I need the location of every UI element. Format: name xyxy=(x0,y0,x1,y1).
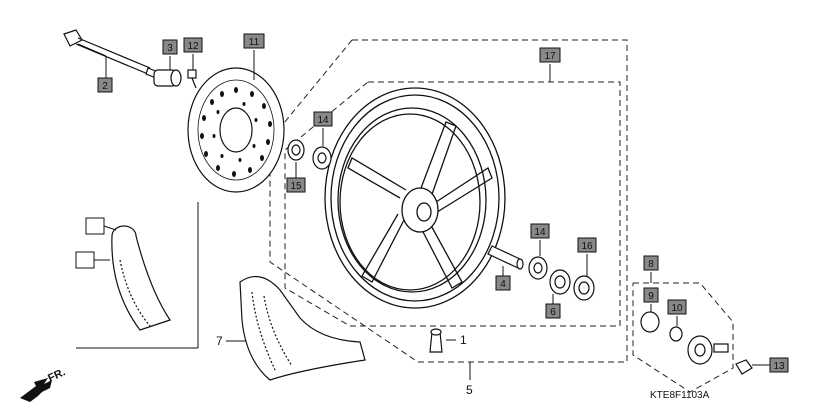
label-1: 1 xyxy=(460,333,467,347)
callout-14-left: 14 xyxy=(313,111,333,127)
callout-14-left-text: 14 xyxy=(317,115,329,126)
callout-9: 9 xyxy=(643,287,659,303)
diagram-code: KTE8F1103A xyxy=(650,390,710,401)
side-collar xyxy=(153,69,182,87)
callout-4-text: 4 xyxy=(500,279,506,290)
callout-14-right: 14 xyxy=(530,223,550,239)
callout-8-text: 8 xyxy=(648,259,654,270)
callout-12: 12 xyxy=(183,37,203,53)
bearing-right xyxy=(528,256,548,280)
speedo-gear-box xyxy=(640,311,753,375)
direction-label: FR. xyxy=(46,366,67,384)
axle-bolt xyxy=(63,29,159,79)
tire-cutaway xyxy=(111,225,171,331)
callout-10-text: 10 xyxy=(671,303,683,314)
callout-9-text: 9 xyxy=(648,291,654,302)
speedo-retainer xyxy=(549,269,571,295)
callout-3-text: 3 xyxy=(167,43,173,54)
assembly-frame-outer xyxy=(269,39,628,363)
callout-13: 13 xyxy=(769,357,789,373)
callout-13-text: 13 xyxy=(773,361,785,372)
tire-valve xyxy=(429,328,443,353)
distance-collar xyxy=(487,245,524,270)
dust-seal-left xyxy=(287,139,305,161)
dust-seal-right xyxy=(573,275,595,301)
callout-16-text: 16 xyxy=(581,241,593,252)
disc-bolt xyxy=(187,69,197,89)
leader-lines xyxy=(77,43,770,380)
wheel-rim xyxy=(324,87,506,309)
callout-blank-b xyxy=(75,251,95,269)
brake-disc xyxy=(187,67,285,193)
callout-15: 15 xyxy=(286,177,306,193)
callout-17-text: 17 xyxy=(544,51,556,62)
callout-11: 11 xyxy=(243,33,265,49)
callout-6-text: 6 xyxy=(550,307,556,318)
callout-14-right-text: 14 xyxy=(534,227,546,238)
tire xyxy=(239,275,366,381)
callout-2-text: 2 xyxy=(102,81,108,92)
front-direction-arrow: FR. xyxy=(20,366,67,402)
callout-10: 10 xyxy=(667,299,687,315)
callout-2: 2 xyxy=(97,77,113,93)
callout-16: 16 xyxy=(577,237,597,253)
callout-3: 3 xyxy=(162,39,178,55)
callout-11-text: 11 xyxy=(249,37,260,48)
assembly-frame-inner xyxy=(284,81,621,327)
callout-blank-a xyxy=(85,217,105,235)
speedo-gear-frame xyxy=(632,282,734,393)
bearing-left xyxy=(312,146,332,170)
callout-12-text: 12 xyxy=(187,41,199,52)
callout-15-text: 15 xyxy=(290,181,302,192)
callout-4: 4 xyxy=(495,275,511,291)
callout-17: 17 xyxy=(539,47,561,63)
label-5: 5 xyxy=(466,383,473,397)
label-7: 7 xyxy=(216,334,223,348)
callout-6: 6 xyxy=(545,303,561,319)
callout-8: 8 xyxy=(643,255,659,271)
